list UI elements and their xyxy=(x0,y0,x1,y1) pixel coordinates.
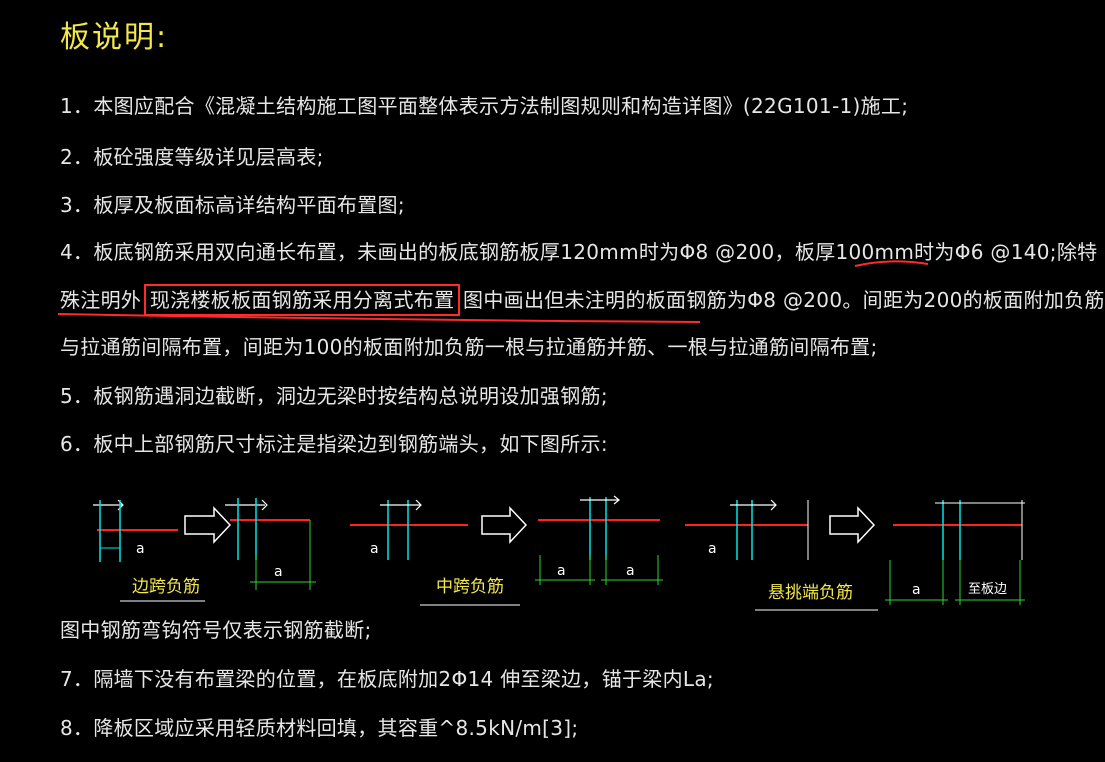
arrow-icon xyxy=(481,506,528,544)
arrow-icon xyxy=(829,506,876,544)
note-2: 2．板砼强度等级详见层高表; xyxy=(60,145,324,169)
dim-a: a xyxy=(370,541,379,557)
dim-a: a xyxy=(912,582,921,598)
note-4-tail: 除特 xyxy=(1056,240,1098,264)
note-5: 5．板钢筋遇洞边截断，洞边无梁时按结构总说明设加强钢筋; xyxy=(60,384,608,408)
detail-mid-span: a a a 中跨负筋 xyxy=(350,495,663,606)
label-cantilever: 悬挑端负筋 xyxy=(768,583,853,603)
note-4-text: 4．板底钢筋采用双向通长布置，未画出的板底钢筋板厚120mm时为Φ8 @200，… xyxy=(60,240,1057,264)
annotation-underline-1 xyxy=(854,260,929,267)
annotation-underline-2 xyxy=(57,313,701,323)
note-6: 6．板中上部钢筋尺寸标注是指梁边到钢筋端头，如下图所示: xyxy=(60,432,608,456)
dim-a: a xyxy=(557,563,566,579)
note-4-line-1: 4．板底钢筋采用双向通长布置，未画出的板底钢筋板厚120mm时为Φ8 @200，… xyxy=(60,236,1097,265)
note-6-footnote: 图中钢筋弯钩符号仅表示钢筋截断; xyxy=(60,618,372,642)
label-mid-span: 中跨负筋 xyxy=(436,577,504,597)
note-3: 3．板厚及板面标高详结构平面布置图; xyxy=(60,193,405,217)
note-4-rest: 图中画出但未注明的板面钢筋为Φ8 @200。间距为200的板面附加负筋 xyxy=(463,288,1105,312)
note-7: 7．隔墙下没有布置梁的位置，在板底附加2Φ14 伸至梁边，锚于梁内La; xyxy=(60,667,714,691)
detail-edge-span: a a 边跨负筋 xyxy=(93,498,316,602)
highlight-box: 现浇楼板板面钢筋采用分离式布置 xyxy=(143,284,461,316)
note-1: 1．本图应配合《混凝土结构施工图平面整体表示方法制图规则和构造详图》(22G10… xyxy=(60,94,909,118)
dim-a: a xyxy=(136,541,145,557)
detail-cantilever: a a 至板边 悬挑端负筋 xyxy=(685,499,1025,611)
note-4-line-3: 与拉通筋间隔布置，间距为100的板面附加负筋一根与拉通筋并筋、一根与拉通筋间隔布… xyxy=(60,335,878,359)
note-4-line-2: 殊注明外 现浇楼板板面钢筋采用分离式布置 图中画出但未注明的板面钢筋为Φ8 @2… xyxy=(60,284,1105,316)
dim-a: a xyxy=(626,563,635,579)
note-4-prefix: 殊注明外 xyxy=(60,288,142,312)
note-8: 8．降板区域应采用轻质材料回填，其容重^8.5kN/m[3]; xyxy=(60,716,579,740)
label-to-edge: 至板边 xyxy=(968,582,1007,597)
dim-a: a xyxy=(274,564,283,580)
arrow-icon xyxy=(184,506,232,544)
label-edge-span: 边跨负筋 xyxy=(132,577,200,597)
dim-a: a xyxy=(708,541,717,557)
page-title: 板说明: xyxy=(60,20,169,55)
